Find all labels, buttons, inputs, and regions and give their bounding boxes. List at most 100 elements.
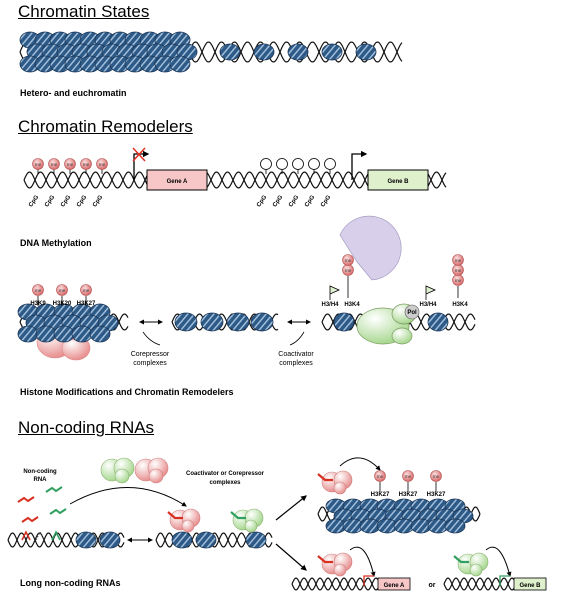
gene-b-box: Gene B [367,169,429,191]
histone-mark [80,158,92,170]
nucleosome [169,55,191,73]
nucleosome [219,43,241,61]
lncrna-caption: Long non-coding RNAs [20,578,121,588]
gene-b-label: Gene B [387,179,409,185]
nucleosome [71,325,93,343]
corepressor-label-2: complexes [133,360,167,367]
corepressor-label: Corepressor [131,351,170,358]
histone-mark [402,470,414,482]
svg-text:me: me [35,288,42,293]
histone-mark [32,284,44,296]
svg-text:H3/H4: H3/H4 [321,302,339,308]
cpg-label: CpG [320,194,332,208]
histone-mark-label: H3K27 [399,492,418,498]
nucleosome [245,531,267,549]
chromatin-remodelers-heading: Chromatin Remodelers [18,117,193,136]
svg-text:me: me [67,162,74,167]
histone-mark-label: H3K27 [371,492,390,498]
cpg-label: CpG [272,194,284,208]
svg-text:me: me [455,268,462,273]
svg-text:me: me [35,162,42,167]
nucleosome [174,312,198,332]
histone-mark-label: H3K27 [427,492,446,498]
histone-mark [56,284,68,296]
histone-mark-label: H3K27 [77,301,96,307]
nucleosome [250,312,274,332]
cpg-label: CpG [60,194,72,208]
unmethylated-cpg [260,158,272,170]
svg-text:Pol: Pol [407,310,417,316]
svg-text:H3/H4: H3/H4 [419,302,437,308]
nucleosome [75,531,97,549]
nucleosome [253,43,275,61]
gene-a-label: Gene A [167,179,188,185]
gene-a-box: Gene A [146,169,208,191]
cpg-label: CpG [92,194,104,208]
histone-mark [96,158,108,170]
gene-b-label-2: Gene B [519,583,541,589]
cpg-label: CpG [44,194,56,208]
ncrna-left-group: Non-coding RNA [7,469,125,549]
nucleosome [35,325,57,343]
nucleosome [444,518,466,534]
histone-caption: Histone Modifications and Chromatin Remo… [20,387,234,397]
svg-text:H3K4: H3K4 [344,302,360,308]
nucleosome [17,325,39,343]
coact-corep-label-2: complexes [209,480,241,486]
histone-mark [64,158,76,170]
reader-pacman [339,215,402,281]
chromatin-states-caption: Hetero- and euchromatin [20,88,127,98]
active-promoter-arrow [351,150,368,180]
nucleosome [171,531,193,549]
coactivator-label: Coactivator [278,351,314,358]
histone-mark [430,470,442,482]
nucleosome [99,531,121,549]
histone-mark [32,158,44,170]
nucleosome [200,312,224,332]
or-label: or [429,582,436,589]
nucleosome [89,325,111,343]
green-rna [45,486,63,493]
nucleosome [287,43,309,61]
cpg-label: CpG [304,194,316,208]
red-rna [17,496,35,503]
svg-text:me: me [433,474,440,479]
nucleosome [195,531,217,549]
open-chromatin-group [171,312,279,332]
heterochromatin-euchromatin-strand [19,31,403,73]
nucleosome [226,312,250,332]
svg-text:me: me [455,278,462,283]
nucleosome [321,43,343,61]
cpg-label: CpG [256,194,268,208]
coact-corep-label: Coactivator or Corepressor [186,471,265,477]
ncrna-label-2: RNA [34,477,48,483]
histone-mark [80,284,92,296]
svg-text:H3K4: H3K4 [452,302,468,308]
unmethylated-cpg [308,158,320,170]
histone-mark-label: H3K9 [30,301,46,307]
unmethylated-cpg [292,158,304,170]
svg-text:me: me [405,474,412,479]
unmethylated-cpg [324,158,336,170]
histone-mark [48,158,60,170]
svg-text:me: me [99,162,106,167]
gene-a-label-2: Gene A [384,583,405,589]
ncrna-label: Non-coding [23,469,57,475]
complex-balls: Coactivator or Corepressor complexes [69,457,265,543]
chromatin-states-heading: Chromatin States [18,2,150,21]
svg-text:me: me [345,268,352,273]
nucleosome [53,325,75,343]
svg-text:me: me [59,288,66,293]
svg-text:me: me [51,162,58,167]
histone-mark-label: H3K20 [53,301,72,307]
histone-mark [374,470,386,482]
svg-text:me: me [83,162,90,167]
nucleosome [333,312,355,332]
pol-ii [404,304,420,320]
svg-text:me: me [83,288,90,293]
